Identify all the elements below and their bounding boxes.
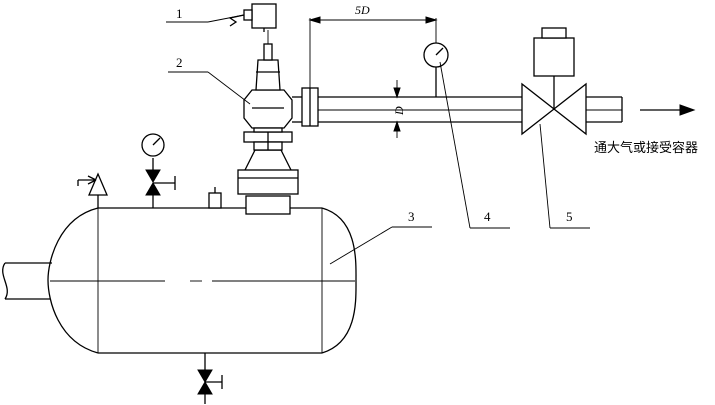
- part-label-2: 2: [176, 55, 183, 70]
- flow-arrow-icon: [640, 104, 696, 116]
- safety-valve-under-test: [237, 30, 299, 215]
- leader-lines: [166, 14, 590, 265]
- lift-indicator-device: [228, 3, 277, 32]
- outlet-note: 通大气或接受容器: [594, 140, 698, 156]
- outlet-shutoff-valve: [521, 27, 587, 136]
- vessel-nozzle: [208, 187, 222, 209]
- part-label-3: 3: [408, 209, 415, 224]
- small-relief-valve-icon: [77, 172, 108, 208]
- outlet-pressure-gauge: [423, 42, 449, 97]
- drain-valve-icon: [197, 353, 223, 404]
- discharge-pipe: [292, 87, 623, 127]
- part-label-5: 5: [566, 209, 573, 224]
- pressure-vessel: [47, 207, 357, 354]
- dimension-d-label: D: [392, 106, 406, 116]
- vessel-gauge-valve: [141, 133, 176, 208]
- part-label-1: 1: [176, 6, 183, 21]
- inlet-pipe: [2, 262, 52, 300]
- dimension-5d-label: 5D: [355, 3, 370, 17]
- dimension-5d: [308, 16, 438, 88]
- part-label-4: 4: [484, 209, 491, 224]
- dimension-d: [393, 80, 401, 138]
